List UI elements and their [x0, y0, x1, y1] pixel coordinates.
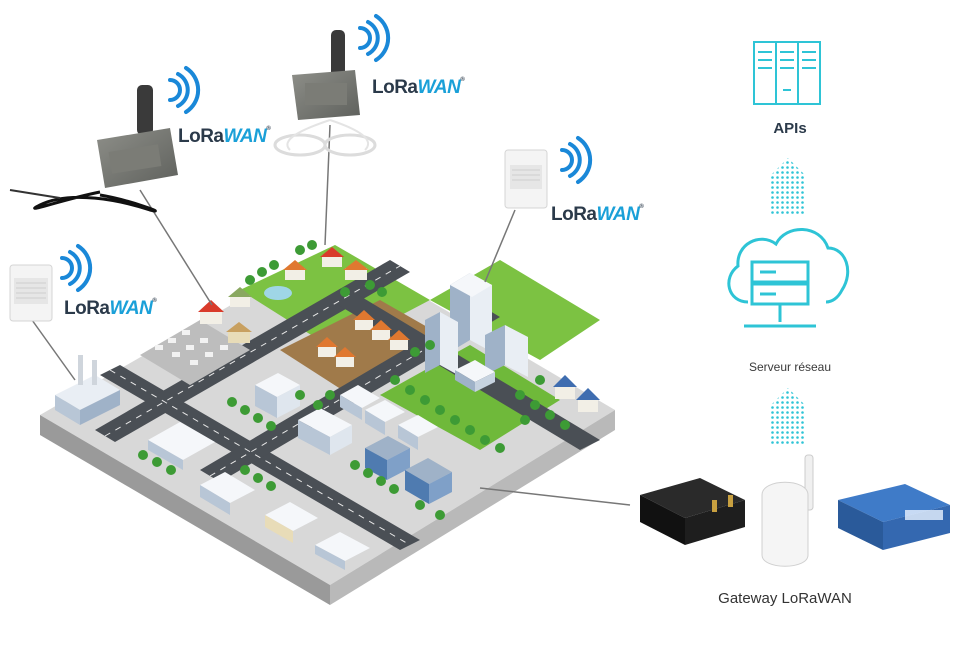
- lorawan-logo: LoRaWAN®: [64, 298, 157, 320]
- sensor-grey-cable: [9, 85, 178, 213]
- lorawan-logo-lora: LoRa: [178, 126, 224, 147]
- sensor-grey-wires: [273, 30, 377, 157]
- gateway-label: Gateway LoRaWAN: [718, 590, 852, 607]
- lorawan-logo-tm: ®: [152, 298, 157, 304]
- up-arrow-icon: [770, 388, 806, 444]
- lorawan-logo: LoRaWAN®: [178, 126, 271, 148]
- sensor-white-right: [504, 149, 548, 209]
- sensor-white-left: [9, 264, 53, 322]
- trees: [138, 240, 570, 520]
- lorawan-logo-tm: ®: [639, 204, 644, 210]
- lorawan-logo-wan: WAN: [596, 204, 640, 225]
- lorawan-logo-wan: WAN: [417, 77, 461, 98]
- signal-wave-icon: [560, 136, 593, 184]
- apis-label: APIs: [773, 120, 807, 137]
- lorawan-logo-wan: WAN: [109, 298, 153, 319]
- gateway-white-indoor: [761, 454, 814, 567]
- lorawan-logo: LoRaWAN®: [372, 77, 465, 99]
- lorawan-logo-lora: LoRa: [551, 204, 597, 225]
- lorawan-logo-tm: ®: [266, 126, 271, 132]
- lorawan-logo: LoRaWAN®: [551, 204, 644, 226]
- cloud-server-icon: [727, 228, 850, 328]
- lorawan-logo-lora: LoRa: [64, 298, 110, 319]
- lorawan-logo-lora: LoRa: [372, 77, 418, 98]
- signal-wave-icon: [168, 66, 201, 114]
- signal-wave-icon: [60, 244, 93, 292]
- lorawan-logo-tm: ®: [460, 77, 465, 83]
- gateway-black-router: [640, 478, 745, 545]
- signal-wave-icon: [358, 14, 391, 62]
- gateway-multitech: [838, 484, 950, 550]
- up-arrow-icon: [770, 158, 806, 214]
- lorawan-logo-wan: WAN: [223, 126, 267, 147]
- server-rack-icon: [753, 41, 821, 105]
- city-illustration: [40, 240, 615, 605]
- network-server-label: Serveur réseau: [748, 360, 832, 374]
